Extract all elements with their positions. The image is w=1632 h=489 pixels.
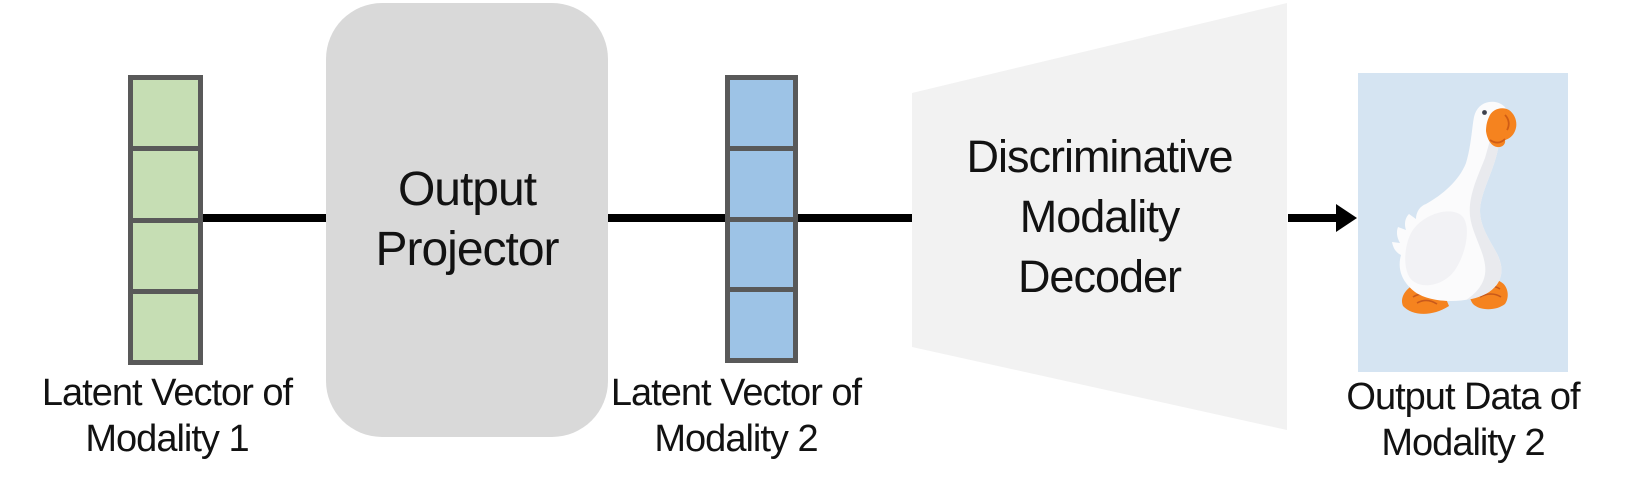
label-line: Decoder <box>1017 251 1182 302</box>
output-image-label: Output Data of Modality 2 <box>1303 374 1623 466</box>
label-line: Modality 1 <box>85 418 249 460</box>
latent-vector-2 <box>725 75 798 363</box>
vector-cell <box>133 293 198 360</box>
latent-vector-1 <box>128 75 203 365</box>
vector-cell <box>730 150 793 217</box>
label-line: Latent Vector of <box>41 372 293 414</box>
decoder-trapezoid <box>912 3 1287 430</box>
output-image <box>1358 73 1568 372</box>
label-line: Output <box>397 163 537 216</box>
decoder-label: Discriminative Modality Decoder <box>912 0 1287 434</box>
label-line: Discriminative <box>966 131 1233 182</box>
label-line: Projector <box>375 223 559 276</box>
vector-cell <box>730 221 793 288</box>
latent-vector-1-label: Latent Vector of Modality 1 <box>7 370 327 462</box>
label-line: Output Data of <box>1346 376 1580 418</box>
connector-line-2 <box>608 214 725 222</box>
vector-cell <box>730 292 793 358</box>
arrowhead-icon <box>1336 204 1357 232</box>
output-projector-label: Output Projector <box>375 160 559 280</box>
latent-vector-2-label: Latent Vector of Modality 2 <box>576 370 896 462</box>
vector-cell <box>133 151 198 218</box>
connector-arrow <box>1288 214 1338 222</box>
vector-cell <box>730 80 793 146</box>
output-projector-box: Output Projector <box>326 3 608 437</box>
goose-illustration <box>1358 73 1568 372</box>
vector-cell <box>133 80 198 147</box>
connector-line-1 <box>203 214 326 222</box>
connector-line-3 <box>798 214 912 222</box>
label-line: Latent Vector of <box>610 372 862 414</box>
vector-cell <box>133 222 198 289</box>
label-line: Modality 2 <box>1381 422 1545 464</box>
label-line: Modality <box>1019 191 1181 242</box>
label-line: Modality 2 <box>654 418 818 460</box>
